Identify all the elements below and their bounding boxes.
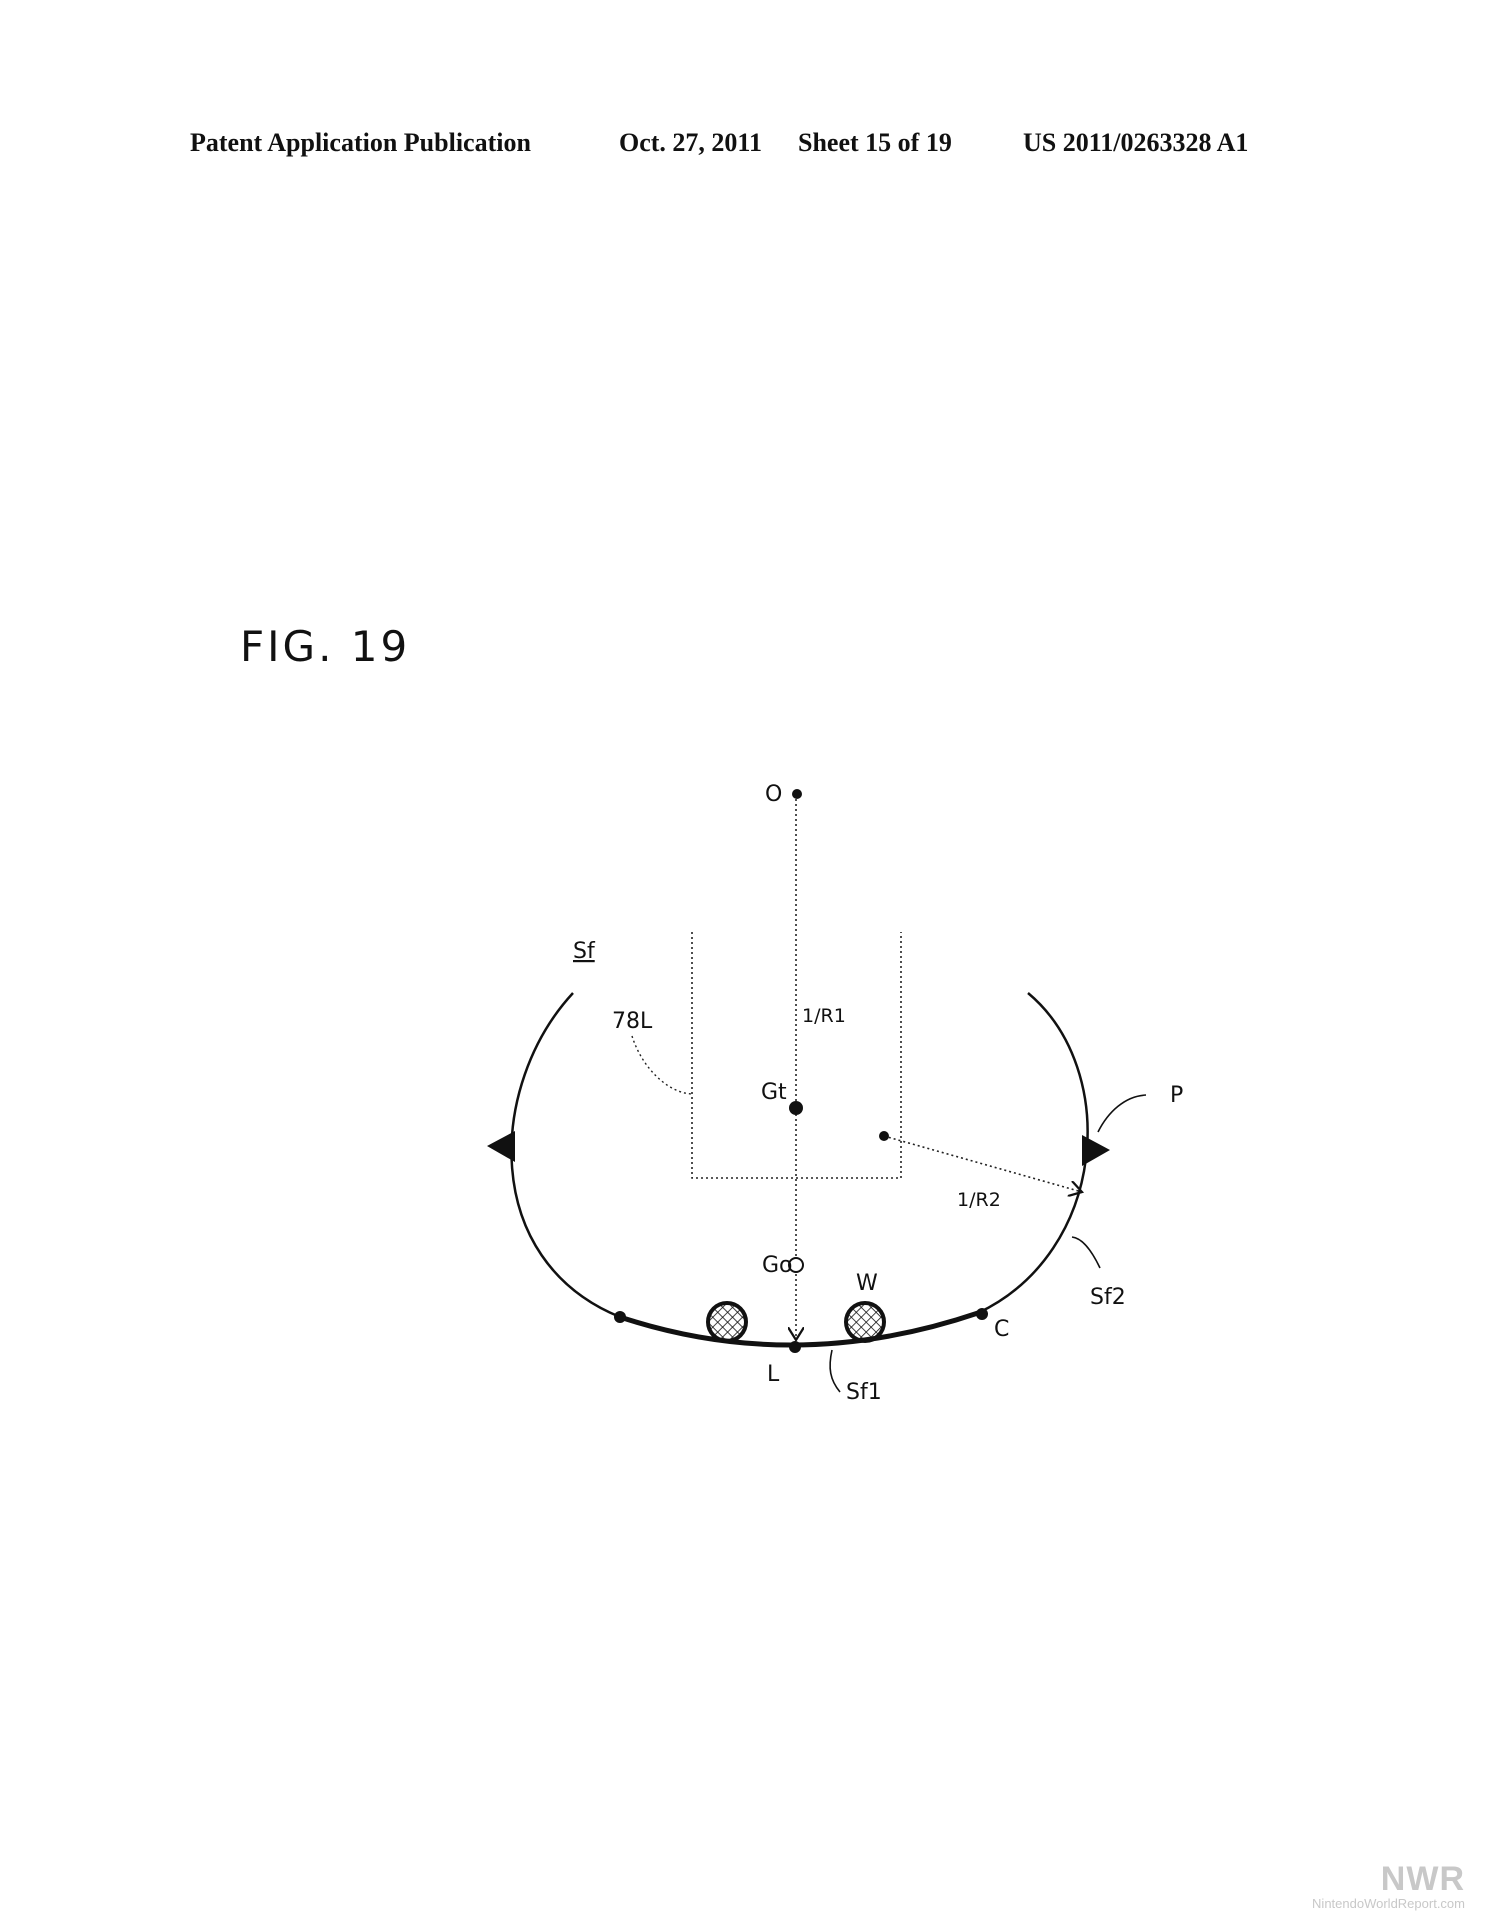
point-o: [792, 789, 802, 799]
dotted-box-78L: [691, 932, 902, 1179]
label-l: L: [767, 1362, 780, 1387]
label-r2: 1/R2: [957, 1189, 1001, 1211]
point-left: [614, 1311, 626, 1323]
label-o: O: [765, 782, 782, 807]
publication-date: Oct. 27, 2011: [619, 128, 762, 157]
radius-line-r2: [883, 1135, 1082, 1192]
watermark-nwr: NWR: [1380, 1860, 1465, 1898]
weight-left: [706, 1301, 748, 1343]
point-go: [788, 1257, 804, 1273]
point-gt: [789, 1101, 803, 1115]
curve-sf1: [619, 1310, 979, 1348]
leader-sf1: [829, 1349, 841, 1393]
label-78L: 78L: [612, 1009, 653, 1034]
point-c: [976, 1308, 988, 1320]
label-c: C: [994, 1317, 1009, 1342]
label-w: W: [856, 1271, 878, 1296]
watermark-logo: NWR NintendoWorldReport.com: [1312, 1862, 1465, 1912]
point-p: [879, 1131, 889, 1141]
label-sf1: Sf1: [846, 1380, 882, 1405]
publication-title: Patent Application Publication: [190, 128, 531, 157]
watermark-site: NintendoWorldReport.com: [1312, 1896, 1465, 1911]
page-header: Patent Application Publication Oct. 27, …: [0, 128, 1489, 168]
label-gt: Gt: [761, 1080, 787, 1105]
right-arrowhead-icon: [1082, 1135, 1110, 1166]
patent-number: US 2011/0263328 A1: [1023, 128, 1249, 157]
point-l: [789, 1341, 801, 1353]
leader-78L: [631, 1035, 693, 1095]
label-go: Go: [762, 1253, 793, 1278]
label-sf: Sf: [573, 939, 596, 964]
label-p: P: [1170, 1083, 1183, 1108]
weight-w: [844, 1301, 886, 1343]
leader-p: [1097, 1094, 1147, 1133]
figure-label: FIG. 19: [240, 622, 411, 671]
sheet-number: Sheet 15 of 19: [798, 128, 952, 157]
label-sf2: Sf2: [1090, 1285, 1126, 1310]
leader-sf2: [1071, 1236, 1101, 1269]
left-arrowhead-icon: [487, 1131, 515, 1162]
label-r1: 1/R1: [802, 1005, 846, 1027]
